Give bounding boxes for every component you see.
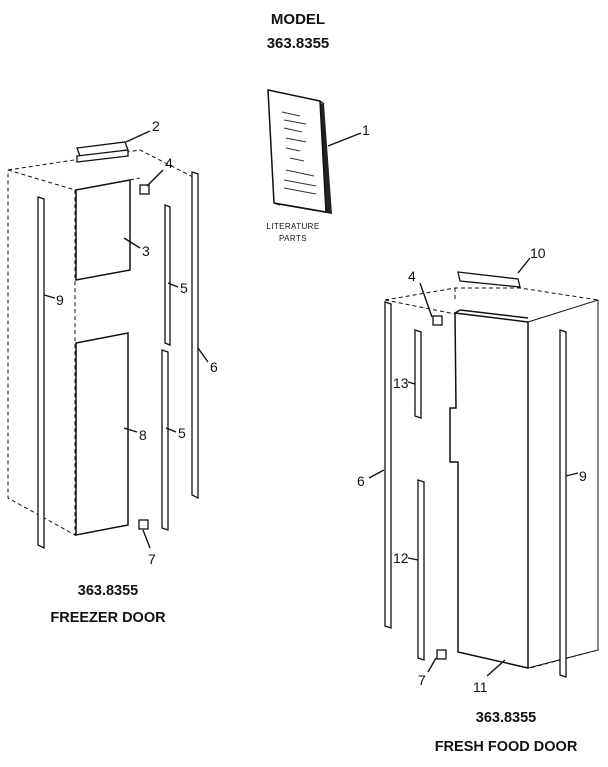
literature-booklet — [267, 89, 362, 214]
freezer-callout-3: 3 — [142, 243, 150, 259]
callout-1: 1 — [362, 122, 370, 138]
model-number: 363.8355 — [267, 35, 330, 52]
fresh-callout-11: 11 — [473, 679, 488, 695]
freezer-callout-2: 2 — [152, 118, 160, 134]
freezer-callout-5-upper: 5 — [180, 280, 188, 296]
fresh-callout-4: 4 — [408, 268, 416, 284]
fresh-model-number: 363.8355 — [476, 710, 536, 726]
fresh-callout-7: 7 — [418, 672, 426, 688]
freezer-callout-4: 4 — [165, 155, 173, 171]
freezer-callout-8: 8 — [139, 427, 147, 443]
freezer-door-assembly — [7, 130, 209, 550]
literature-label-line1: LITERATURE — [266, 222, 319, 231]
freezer-door-title: FREEZER DOOR — [50, 610, 166, 626]
fresh-door-title: FRESH FOOD DOOR — [435, 739, 578, 755]
fresh-food-door-assembly — [368, 257, 599, 678]
fresh-callout-6: 6 — [357, 473, 365, 489]
fresh-callout-9: 9 — [579, 468, 587, 484]
fresh-callout-12: 12 — [393, 550, 409, 566]
freezer-callout-6: 6 — [210, 359, 218, 375]
freezer-model-number: 363.8355 — [78, 583, 138, 599]
fresh-callout-10: 10 — [530, 245, 546, 261]
fresh-callout-13: 13 — [393, 375, 409, 391]
model-heading: MODEL — [271, 11, 325, 28]
literature-label-line2: PARTS — [279, 234, 307, 243]
freezer-callout-5-lower: 5 — [178, 425, 186, 441]
freezer-callout-9: 9 — [56, 292, 64, 308]
freezer-callout-7: 7 — [148, 551, 156, 567]
